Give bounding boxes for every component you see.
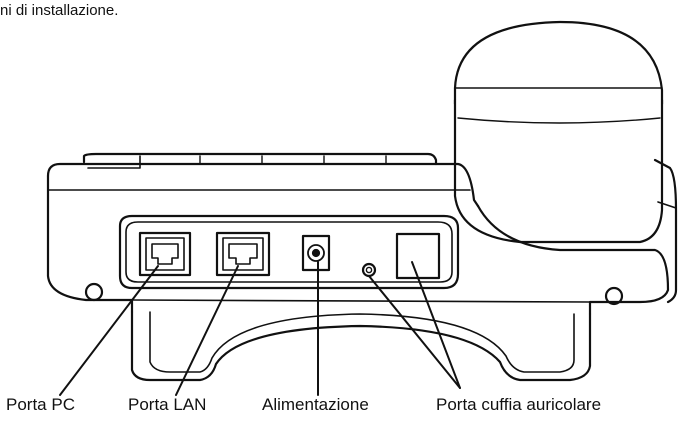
leader-lines (59, 261, 461, 396)
pc-leader-line (59, 265, 159, 396)
audio-hole (361, 262, 377, 278)
audio-leader-line (368, 275, 461, 389)
lan-leader-line (175, 265, 239, 396)
headset-port-jack (395, 232, 441, 280)
caption-fragment: ni di installazione. (0, 2, 119, 19)
phone-body (46, 152, 670, 316)
pc-port-label: Porta PC (6, 395, 75, 414)
lan-port-jack (215, 231, 271, 277)
handset-illustration (453, 20, 678, 304)
lan-port-label: Porta LAN (128, 395, 207, 414)
headset-leader-line (411, 261, 461, 389)
power-port-label: Alimentazione (262, 395, 369, 414)
power-jack (301, 234, 331, 272)
headset-port-label: Porta cuffia auricolare (436, 395, 602, 414)
pc-port-jack (138, 231, 192, 277)
port-panel (118, 214, 460, 290)
phone-stand (130, 310, 592, 382)
